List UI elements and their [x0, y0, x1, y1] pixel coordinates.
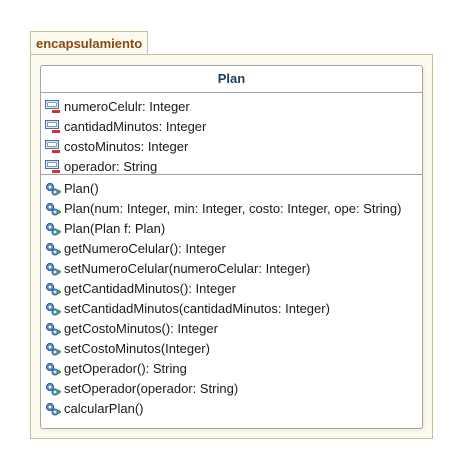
operation-row[interactable]: calcularPlan() — [41, 399, 422, 419]
operation-row[interactable]: Plan() — [41, 179, 422, 199]
operation-row[interactable]: Plan(num: Integer, min: Integer, costo: … — [41, 199, 422, 219]
attribute-label: operador: String — [64, 159, 158, 174]
attribute-row[interactable]: operador: String — [41, 157, 422, 177]
class-name[interactable]: Plan — [41, 66, 422, 93]
operation-row[interactable]: getOperador(): String — [41, 359, 422, 379]
operation-label: setCantidadMinutos(cantidadMinutos: Inte… — [64, 301, 330, 316]
public-method-icon — [45, 262, 61, 276]
operation-label: Plan() — [64, 181, 99, 196]
operation-label: calcularPlan() — [64, 401, 144, 416]
private-field-icon — [45, 120, 61, 134]
operation-label: getCantidadMinutos(): Integer — [64, 281, 236, 296]
operation-label: setNumeroCelular(numeroCelular: Integer) — [64, 261, 311, 276]
operation-label: Plan(Plan f: Plan) — [64, 221, 166, 236]
package-tab[interactable]: encapsulamiento — [30, 31, 149, 54]
attribute-row[interactable]: numeroCelulr: Integer — [41, 97, 422, 117]
attribute-label: costoMinutos: Integer — [64, 139, 189, 154]
public-method-icon — [45, 382, 61, 396]
public-method-icon — [45, 342, 61, 356]
operation-label: getNumeroCelular(): Integer — [64, 241, 226, 256]
public-method-icon — [45, 302, 61, 316]
public-method-icon — [45, 402, 61, 416]
operation-label: setOperador(operador: String) — [64, 381, 239, 396]
attribute-row[interactable]: costoMinutos: Integer — [41, 137, 422, 157]
private-field-icon — [45, 160, 61, 174]
private-field-icon — [45, 100, 61, 114]
private-field-icon — [45, 140, 61, 154]
operations-compartment: Plan() Plan(num: Integer, min: Integer, … — [41, 175, 422, 419]
operation-label: getOperador(): String — [64, 361, 187, 376]
operation-row[interactable]: setOperador(operador: String) — [41, 379, 422, 399]
operation-row[interactable]: getCantidadMinutos(): Integer — [41, 279, 422, 299]
operation-row[interactable]: setCantidadMinutos(cantidadMinutos: Inte… — [41, 299, 422, 319]
class-plan[interactable]: Plan numeroCelulr: Integer cantidadMinu — [40, 65, 423, 429]
public-method-icon — [45, 242, 61, 256]
operation-row[interactable]: getCostoMinutos(): Integer — [41, 319, 422, 339]
operation-row[interactable]: setNumeroCelular(numeroCelular: Integer) — [41, 259, 422, 279]
public-method-icon — [45, 202, 61, 216]
public-method-icon — [45, 182, 61, 196]
public-method-icon — [45, 362, 61, 376]
attributes-compartment: numeroCelulr: Integer cantidadMinutos: I… — [41, 93, 422, 175]
attribute-label: cantidadMinutos: Integer — [64, 119, 207, 134]
public-method-icon — [45, 322, 61, 336]
operation-row[interactable]: Plan(Plan f: Plan) — [41, 219, 422, 239]
public-method-icon — [45, 222, 61, 236]
package-name: encapsulamiento — [36, 36, 143, 51]
operation-row[interactable]: setCostoMinutos(Integer) — [41, 339, 422, 359]
operation-label: Plan(num: Integer, min: Integer, costo: … — [64, 201, 402, 216]
public-method-icon — [45, 282, 61, 296]
attribute-row[interactable]: cantidadMinutos: Integer — [41, 117, 422, 137]
attribute-label: numeroCelulr: Integer — [64, 99, 190, 114]
operation-label: getCostoMinutos(): Integer — [64, 321, 218, 336]
operation-label: setCostoMinutos(Integer) — [64, 341, 210, 356]
operation-row[interactable]: getNumeroCelular(): Integer — [41, 239, 422, 259]
